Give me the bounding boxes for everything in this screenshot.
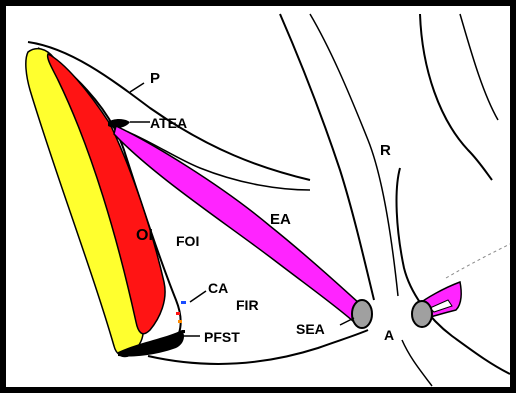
right-tube-outline	[420, 14, 492, 180]
right-tube-inner-outline	[460, 14, 498, 120]
label-oi: OI	[136, 227, 153, 244]
label-r: R	[380, 142, 391, 159]
sea-leader-line	[340, 318, 354, 325]
ca-dot-black	[182, 330, 185, 333]
label-ca: CA	[208, 280, 228, 296]
right-lower-outline	[397, 168, 510, 374]
label-ea: EA	[270, 211, 291, 228]
label-fir: FIR	[236, 297, 259, 313]
right-guideline	[446, 244, 510, 278]
ca-dot-red	[176, 312, 180, 315]
ca-dot-orange	[178, 320, 182, 323]
bottom-right-contour-line	[402, 340, 432, 386]
label-p: P	[150, 70, 160, 87]
right-attachment	[412, 301, 432, 327]
label-sea: SEA	[296, 321, 325, 337]
label-pfst: PFST	[204, 329, 240, 345]
sea-attachment	[352, 300, 372, 328]
p-leader-line	[130, 83, 144, 92]
ca-leader-line	[190, 291, 206, 302]
label-foi: FOI	[176, 233, 199, 249]
label-a: A	[384, 327, 394, 343]
ca-dot-blue	[181, 301, 186, 304]
label-atea: ATEA	[150, 115, 187, 131]
